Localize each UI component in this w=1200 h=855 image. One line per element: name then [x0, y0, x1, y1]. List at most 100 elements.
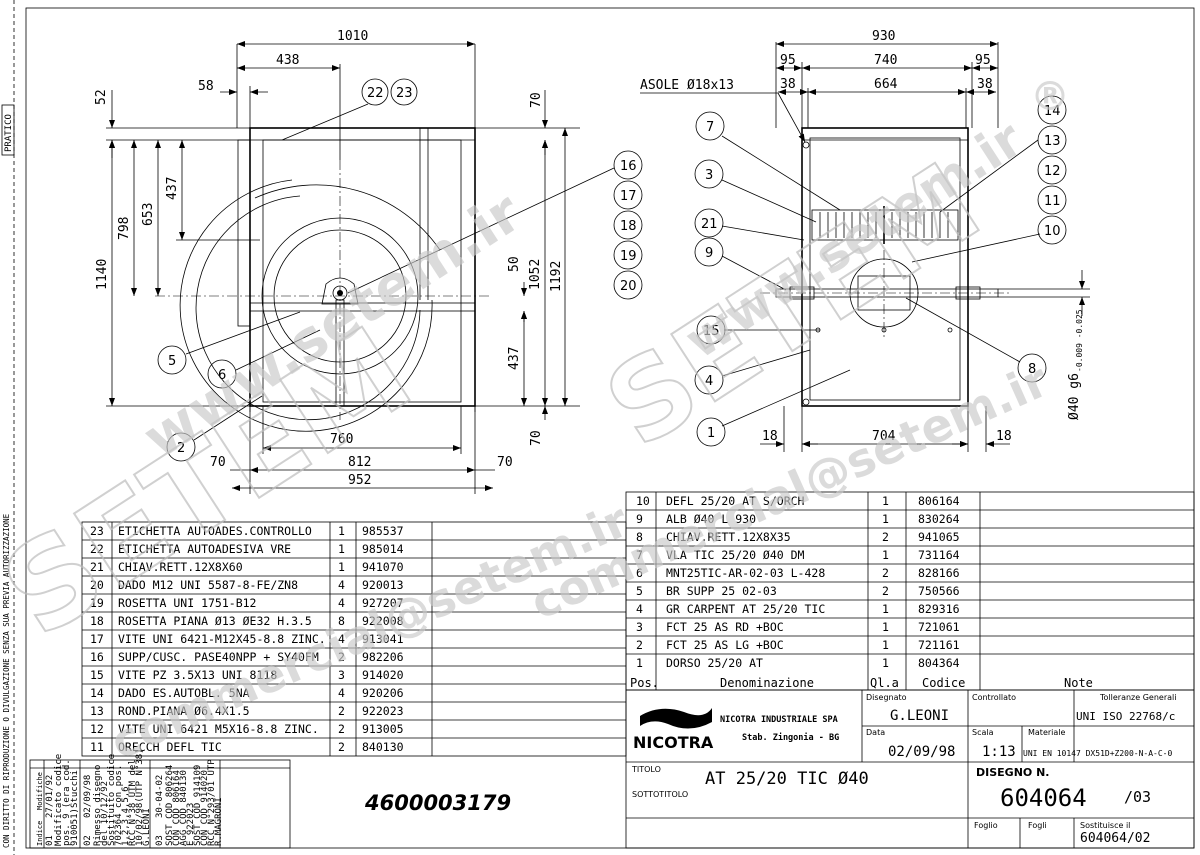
bom-right-cell-qty: 2: [882, 566, 889, 580]
rev-01-text-3: 910051): [70, 808, 80, 846]
bom-right-cell-code: 829316: [918, 602, 960, 616]
bom-left-cell-pos: 20: [90, 578, 104, 592]
rev-02-text-4: 702364 con pos.: [114, 765, 124, 846]
rev-02-text-7: 10/02/98(UTP N°38): [135, 748, 145, 846]
bom-left-cell-desc: ROSETTA PIANA Ø13 ØE32 H.3.5: [118, 614, 312, 628]
dim-38-right: 38: [977, 77, 993, 92]
bom-left-cell-code: 922008: [362, 614, 404, 628]
bom-left-cell-code: 914020: [362, 668, 404, 682]
bom-left-cell-qty: 1: [338, 524, 345, 538]
logo-text: NICOTRA: [633, 733, 714, 752]
sheet-label: Foglio: [974, 821, 998, 830]
dim-1140: 1140: [95, 259, 110, 290]
bom-right-cell-desc: ALB Ø40 L 930: [666, 512, 756, 526]
balloon-3: 3: [705, 168, 713, 183]
dim-812: 812: [348, 455, 371, 470]
bom-right-cell-qty: 2: [882, 530, 889, 544]
bom-right-cell-desc: DEFL 25/20 AT S/ORCH: [666, 494, 805, 508]
rev-02-text-3: Sostituito codice: [107, 754, 117, 846]
bom-left-cell-pos: 19: [90, 596, 104, 610]
rev-03-text-5: SOST COD 914109: [193, 765, 203, 846]
bom-right-cell-desc: DORSO 25/20 AT: [666, 656, 763, 670]
dim-70-bottom: 70: [529, 430, 544, 446]
bom-header-pos: Pos.: [630, 676, 659, 690]
title-label: TITOLO: [631, 765, 661, 774]
dim-1052: 1052: [528, 259, 543, 290]
bom-header-qty: Ql.a: [870, 676, 899, 690]
dim-52: 52: [94, 89, 109, 105]
bom-left-cell-qty: 4: [338, 632, 345, 646]
dim-704: 704: [872, 429, 896, 444]
dim-58: 58: [198, 79, 214, 94]
part-number: 4600003179: [364, 791, 511, 815]
scale-label: Scala: [972, 728, 994, 737]
bom-right-cell-code: 721061: [918, 620, 960, 634]
balloon-7: 7: [706, 120, 714, 135]
balloon-12: 12: [1044, 164, 1061, 179]
balloon-10: 10: [1044, 224, 1061, 239]
bom-left-cell-code: 920013: [362, 578, 404, 592]
dim-653: 653: [141, 203, 156, 226]
nicotra-logo: NICOTRA: [633, 708, 714, 752]
bom-left-cell-pos: 14: [90, 686, 104, 700]
rev-02-text-1: Rimesso disegno: [93, 765, 103, 846]
balloon-13: 13: [1044, 134, 1061, 149]
rev-changes-label: Modifiche: [36, 772, 44, 810]
bom-left-cell-qty: 1: [338, 560, 345, 574]
bom-left-cell-pos: 21: [90, 560, 104, 574]
shaft-diameter: Ø40 g6: [1067, 373, 1082, 420]
shaft-tolerance: -0.009 -0.025: [1075, 309, 1084, 372]
bom-header-code: Codice: [922, 676, 965, 690]
balloon-20: 20: [620, 279, 637, 294]
bom-left-cell-desc: ETICHETTA AUTOADESIVA VRE: [118, 542, 291, 556]
margin-corner-label: PRATICO: [4, 114, 14, 152]
bom-right-cell-pos: 2: [636, 638, 643, 652]
date-label: Data: [866, 728, 885, 737]
dim-70-left: 70: [210, 455, 226, 470]
bom-left-cell-pos: 23: [90, 524, 104, 538]
bom-right-cell-qty: 2: [882, 584, 889, 598]
balloon-18: 18: [620, 219, 637, 234]
designer-label: Disegnato: [866, 693, 907, 702]
dim-760: 760: [330, 432, 353, 447]
dim-740: 740: [874, 53, 897, 68]
rev-03-date: 30-04-02: [155, 775, 165, 818]
bom-right-cell-pos: 10: [636, 494, 650, 508]
balloon-23: 23: [396, 86, 413, 101]
balloon-11: 11: [1044, 194, 1061, 209]
checked-label: Controllato: [972, 693, 1016, 702]
dim-437-bottom: 437: [507, 347, 522, 370]
bom-left-cell-desc: DADO M12 UNI 5587-8-FE/ZN8: [118, 578, 298, 592]
bom-left-cell-desc: ROND.PIANA Ø6.4X1.5: [118, 704, 250, 718]
drawing-revision: /03: [1124, 788, 1151, 806]
bom-left-cell-qty: 1: [338, 542, 345, 556]
rev-03-text-4: E 922023: [186, 803, 196, 846]
side-view: 930 95 740 95 38 664 38 ASOLE Ø18x13 18 …: [640, 29, 1090, 452]
bom-left-cell-pos: 16: [90, 650, 104, 664]
material-label: Materiale: [1028, 728, 1066, 737]
bom-right-cell-code: 750566: [918, 584, 960, 598]
bom-left-cell-qty: 3: [338, 668, 345, 682]
balloon-14: 14: [1044, 104, 1061, 119]
tolerance-label: Tolleranze Generali: [1099, 693, 1176, 702]
bom-right-cell-code: 731164: [918, 548, 960, 562]
tolerance-value: UNI ISO 22768/c: [1076, 710, 1175, 723]
bom-right-cell-desc: GR CARPENT AT 25/20 TIC: [666, 602, 825, 616]
rev-03-text-2: CON COD 806164: [172, 770, 182, 846]
bom-left-cell-pos: 15: [90, 668, 104, 682]
rev-02-text-2: del 10/12/92: [100, 781, 110, 846]
rev-02-text-5: 1,2,3,4,5,6: [121, 786, 131, 846]
rev-index-label: Indice: [36, 821, 44, 846]
bom-left-cell-pos: 13: [90, 704, 104, 718]
impeller-blades: [819, 206, 949, 244]
rev-02-index: 02: [83, 835, 93, 846]
balloon-9: 9: [705, 246, 713, 261]
balloon-4: 4: [705, 374, 713, 389]
dim-95-right: 95: [975, 53, 991, 68]
rev-03-text-6: CON COD 914020: [200, 770, 210, 846]
bom-right-cell-code: 828166: [918, 566, 960, 580]
rev-01-text-4: Stucchi: [70, 770, 80, 808]
replaces-value: 604064/02: [1080, 831, 1150, 846]
dim-930: 930: [872, 29, 895, 44]
bom-left-cell-qty: 2: [338, 650, 345, 664]
